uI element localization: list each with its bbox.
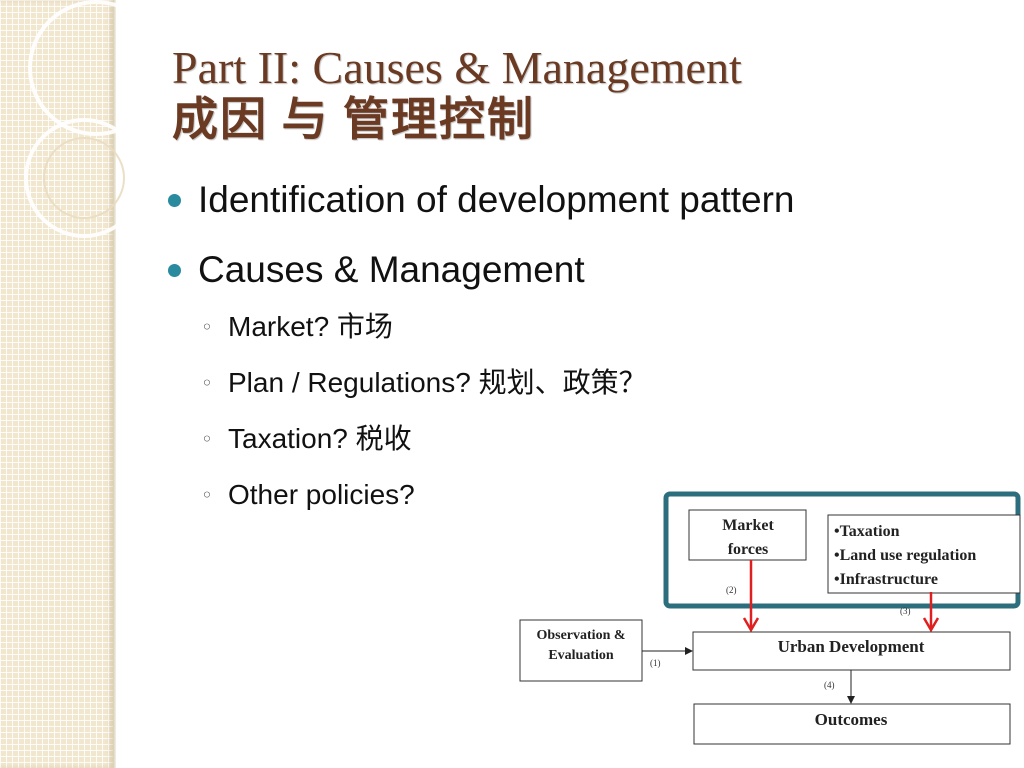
- sub-bullet-marker-icon: ◦: [201, 427, 213, 451]
- urban-development-label: Urban Development: [778, 637, 925, 656]
- sub-bullet-marker-icon: ◦: [201, 315, 213, 339]
- link-label: (1): [650, 658, 661, 668]
- market-forces-label: Market: [722, 517, 774, 534]
- policy-list-box: [827, 514, 1021, 594]
- slide-title: Part II: Causes & Management 成因 与 管理控制: [172, 42, 742, 146]
- urban-development-box: [692, 631, 1011, 671]
- sub-bullet-text: Plan / Regulations? 规划、政策？: [228, 367, 647, 398]
- link-label: (4): [824, 680, 835, 690]
- decorative-circle: [43, 137, 125, 219]
- bullet-dot-icon: [168, 264, 181, 277]
- decorative-circle: [24, 118, 140, 238]
- link-label: (2): [726, 585, 737, 595]
- decorative-circles: [24, 0, 140, 238]
- policy-item: •Land use regulation: [834, 547, 976, 564]
- outcomes-box: [693, 703, 1011, 745]
- outcomes-label: Outcomes: [815, 710, 888, 729]
- bullet-item: Identification of development pattern: [160, 178, 980, 222]
- title-line-1: Part II: Causes & Management: [172, 42, 742, 93]
- observation-box: [519, 619, 643, 682]
- sub-bullet-text: Taxation? 税收: [228, 423, 412, 454]
- sub-bullet-item: ◦ Market? 市场: [160, 310, 980, 344]
- red-arrow: [742, 560, 760, 633]
- observation-label: Observation &: [536, 628, 625, 643]
- sidebar-edge: [113, 0, 116, 768]
- sub-bullet-item: ◦ Plan / Regulations? 规划、政策？: [160, 366, 980, 400]
- bullet-dot-icon: [168, 194, 181, 207]
- policy-item: •Infrastructure: [834, 571, 938, 588]
- sub-bullet-item: ◦ Taxation? 税收: [160, 422, 980, 456]
- title-line-2: 成因 与 管理控制: [172, 94, 535, 145]
- market-forces-label: forces: [728, 541, 769, 558]
- bullet-text: Causes & Management: [198, 249, 585, 290]
- observation-label: Evaluation: [548, 648, 614, 663]
- sub-bullet-text: Market? 市场: [228, 311, 393, 342]
- urban-development-diagram: Market forces •Taxation •Land use regula…: [519, 491, 1021, 745]
- policy-item: •Taxation: [834, 523, 900, 540]
- sub-bullet-text: Other policies?: [228, 479, 415, 510]
- bullet-item: Causes & Management: [160, 248, 980, 292]
- sub-bullet-marker-icon: ◦: [201, 371, 213, 395]
- bullet-list: Identification of development pattern Ca…: [160, 178, 980, 534]
- decorative-circle: [28, 0, 140, 136]
- sub-bullet-item: ◦ Other policies?: [160, 478, 980, 512]
- bullet-text: Identification of development pattern: [198, 179, 795, 220]
- red-arrow: [922, 592, 940, 633]
- market-forces-box: [688, 509, 807, 561]
- link-label: (3): [900, 606, 911, 616]
- sub-bullet-marker-icon: ◦: [201, 483, 213, 507]
